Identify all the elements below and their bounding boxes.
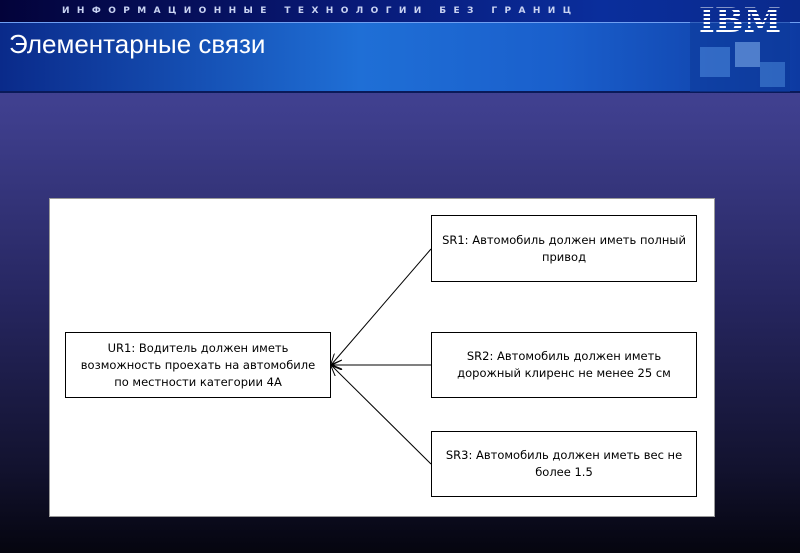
system-requirement-box: SR3: Автомобиль должен иметь вес не боле… (431, 431, 697, 497)
link-sr1-ur1 (331, 248, 432, 365)
system-requirement-box: SR1: Автомобиль должен иметь полный прив… (431, 215, 697, 282)
trace-links (50, 248, 432, 465)
system-requirement-text: SR2: Автомобиль должен иметь дорожный кл… (457, 349, 671, 380)
slide-title: Элементарные связи (9, 29, 266, 59)
user-requirement-box: UR1: Водитель должен иметь возможность п… (65, 332, 331, 398)
header-tagline: ИНФОРМАЦИОННЫЕ ТЕХНОЛОГИИ БЕЗ ГРАНИЦ (62, 6, 579, 16)
user-requirement-text: UR1: Водитель должен иметь возможность п… (80, 340, 316, 389)
system-requirement-text: SR3: Автомобиль должен иметь вес не боле… (445, 448, 683, 479)
requirements-diagram: UR1: Водитель должен иметь возможность п… (49, 198, 715, 517)
logo-wordmark: IBM (699, 2, 781, 41)
ibm-logo: IBM (690, 2, 790, 92)
header-band: ИНФОРМАЦИОННЫЕ ТЕХНОЛОГИИ БЕЗ ГРАНИЦ (0, 0, 800, 22)
system-requirement-box: SR2: Автомобиль должен иметь дорожный кл… (431, 332, 697, 398)
link-sr3-ur1 (331, 365, 432, 465)
title-bar: Элементарные связи (0, 22, 800, 93)
system-requirement-text: SR1: Автомобиль должен иметь полный прив… (442, 232, 686, 264)
